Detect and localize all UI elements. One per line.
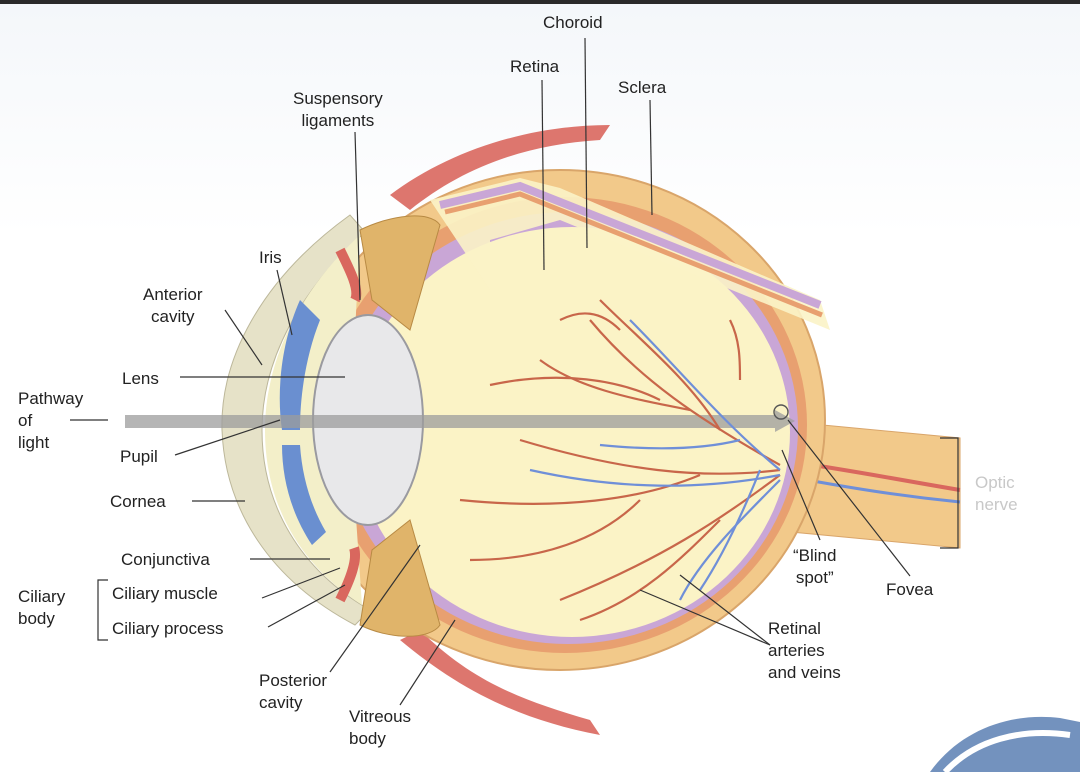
ciliary-upper bbox=[359, 215, 441, 331]
label-cornea: Cornea bbox=[110, 492, 166, 511]
retinal-veins bbox=[529, 319, 781, 601]
label-lens: Lens bbox=[122, 369, 159, 388]
label-anterior-cavity: Anterior cavity bbox=[143, 285, 203, 326]
label-conjunctiva: Conjunctiva bbox=[121, 550, 210, 569]
label-posterior-cavity: Posterior cavity bbox=[259, 671, 328, 712]
inferior-muscle bbox=[400, 630, 600, 735]
label-retinal-vessels: Retinal arteries and veins bbox=[768, 619, 841, 682]
retinal-arteries bbox=[459, 299, 781, 622]
superior-muscle bbox=[390, 125, 610, 210]
label-choroid: Choroid bbox=[543, 13, 603, 32]
cornea-shape bbox=[221, 214, 371, 626]
iris-shape-lower bbox=[282, 445, 326, 545]
label-blind-spot: “Blind spot” bbox=[793, 546, 837, 587]
vitreous-shape bbox=[354, 227, 790, 637]
label-ciliary-muscle: Ciliary muscle bbox=[112, 584, 218, 603]
ciliary-lower bbox=[359, 519, 441, 637]
label-suspensory-ligaments: Suspensory ligaments bbox=[293, 89, 383, 130]
label-optic-nerve: Optic nerve bbox=[975, 473, 1018, 514]
iris-shape bbox=[279, 300, 320, 430]
label-iris: Iris bbox=[259, 248, 282, 267]
label-retina: Retina bbox=[510, 57, 560, 76]
label-sclera: Sclera bbox=[618, 78, 667, 97]
label-fovea: Fovea bbox=[886, 580, 934, 599]
light-path bbox=[125, 415, 775, 428]
label-ciliary-body: Ciliary body bbox=[18, 587, 66, 628]
leader-lines bbox=[70, 37, 959, 706]
label-ciliary-process: Ciliary process bbox=[112, 619, 224, 638]
top-border bbox=[0, 0, 1080, 4]
fovea-marker bbox=[773, 404, 789, 420]
label-pathway-of-light: Pathway of light bbox=[18, 389, 84, 452]
label-vitreous-body: Vitreous body bbox=[349, 707, 412, 748]
cutaway-wedge bbox=[430, 178, 830, 330]
label-pupil: Pupil bbox=[120, 447, 158, 466]
